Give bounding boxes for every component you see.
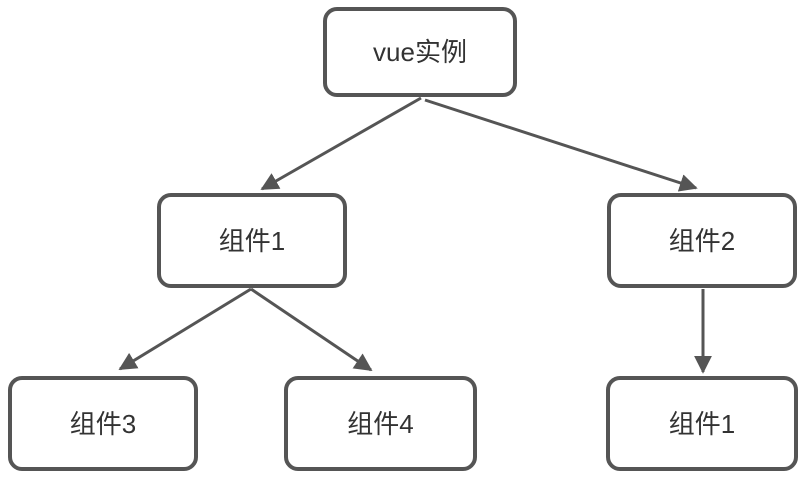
node-component-2-label: 组件2 [668, 225, 736, 256]
edge-root-to-comp2 [424, 98, 698, 192]
node-component-1-child: 组件1 [606, 376, 798, 471]
node-component-1-label: 组件1 [218, 225, 286, 256]
node-component-2: 组件2 [607, 193, 797, 288]
edge-comp1-to-comp4 [250, 287, 373, 372]
node-component-3: 组件3 [8, 376, 198, 471]
node-component-4: 组件4 [284, 376, 477, 471]
node-component-1-child-label: 组件1 [668, 408, 736, 439]
node-component-1: 组件1 [157, 193, 347, 288]
edge-comp1-to-comp3 [118, 287, 252, 371]
node-component-3-label: 组件3 [69, 408, 137, 439]
edge-root-to-comp1 [260, 96, 422, 191]
node-vue-instance-label: vue实例 [373, 37, 467, 67]
node-vue-instance: vue实例 [323, 7, 517, 97]
node-component-4-label: 组件4 [347, 408, 414, 439]
